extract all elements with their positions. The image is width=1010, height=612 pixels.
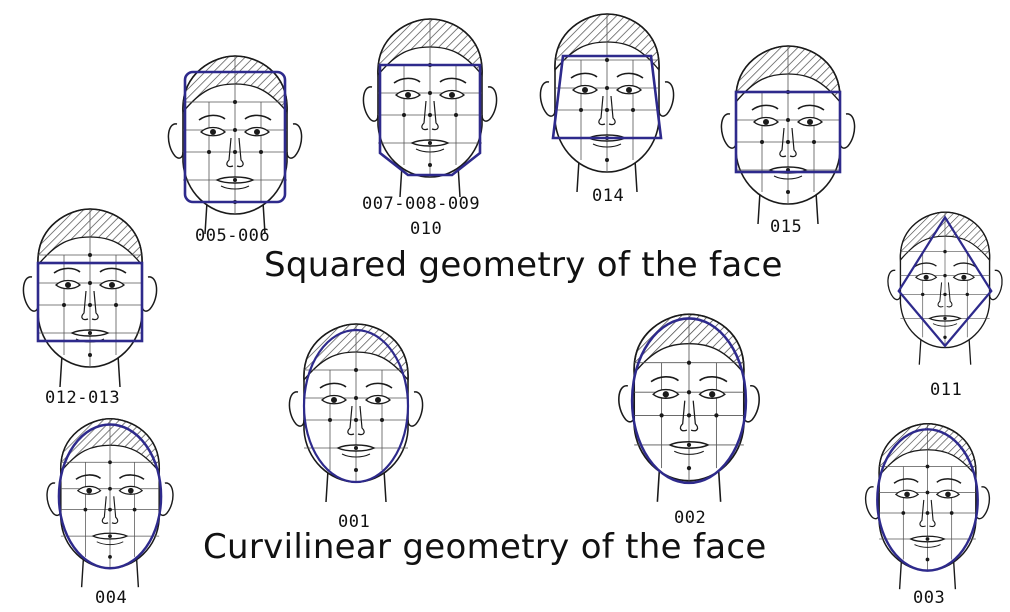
heading-squared: Squared geometry of the face — [264, 245, 783, 285]
face-label: 014 — [592, 186, 624, 206]
face-004 — [40, 415, 180, 590]
face-label: 010 — [410, 219, 442, 239]
face-label: 011 — [930, 380, 962, 400]
face-012-013 — [20, 205, 160, 390]
face-002 — [614, 310, 764, 505]
face-007-008-009-010 — [360, 15, 500, 200]
face-014 — [537, 10, 677, 195]
face-label: 015 — [770, 217, 802, 237]
face-label: 007-008-009 — [362, 194, 480, 214]
face-015 — [718, 42, 858, 227]
face-001 — [286, 320, 426, 505]
face-005-006 — [165, 52, 305, 237]
face-label: 003 — [913, 588, 945, 608]
heading-curvilinear: Curvilinear geometry of the face — [203, 527, 767, 567]
face-011 — [885, 198, 1005, 378]
face-label: 004 — [95, 588, 127, 608]
face-label: 005-006 — [195, 226, 270, 246]
face-label: 002 — [674, 508, 706, 528]
face-003 — [860, 420, 995, 592]
face-label: 012-013 — [45, 388, 120, 408]
